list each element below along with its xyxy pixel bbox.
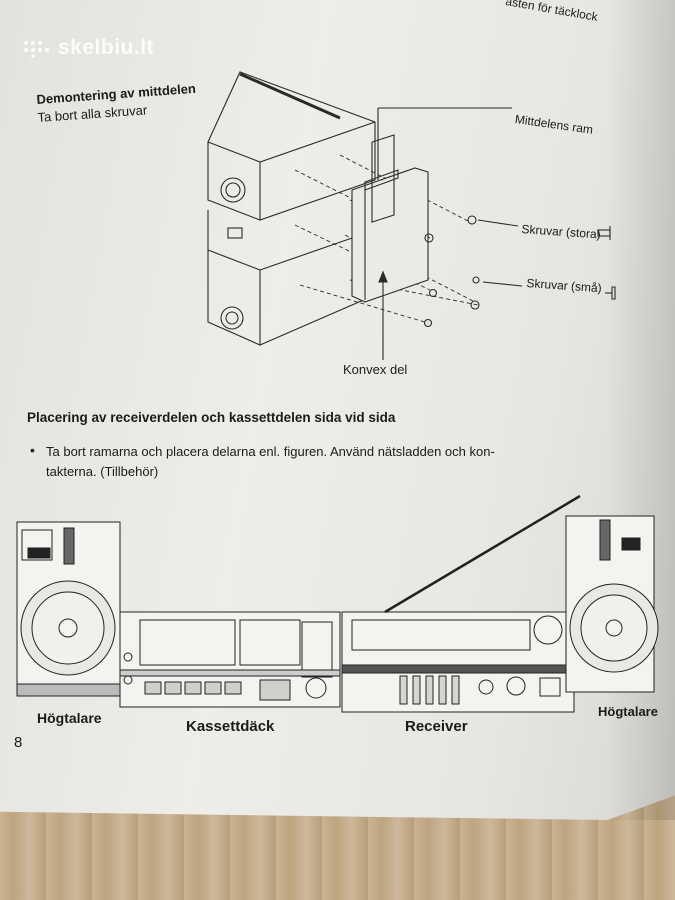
- section2-bullet-line1: Ta bort ramarna och placera delarna enl.…: [46, 444, 495, 459]
- section2-bullet-line2: takterna. (Tillbehör): [46, 464, 159, 479]
- label-hogtalare-left: Högtalare: [37, 710, 102, 726]
- label-receiver: Receiver: [405, 718, 468, 735]
- label-hogtalare-right: Högtalare: [598, 704, 658, 719]
- watermark-text: skelbiu.lt: [58, 36, 155, 59]
- section2-title: Placering av receiverdelen och kassettde…: [27, 410, 396, 425]
- stereo-system-diagram: [16, 494, 659, 713]
- disassembly-diagram: [207, 71, 616, 360]
- watermark: skelbiu.lt: [22, 36, 154, 60]
- watermark-dots-icon: [23, 41, 50, 59]
- label-kassettdack: Kassettdäck: [186, 718, 275, 735]
- page-number: 8: [14, 734, 23, 751]
- bullet-dot: •: [30, 442, 35, 458]
- label-konvex-del: Konvex del: [343, 362, 408, 377]
